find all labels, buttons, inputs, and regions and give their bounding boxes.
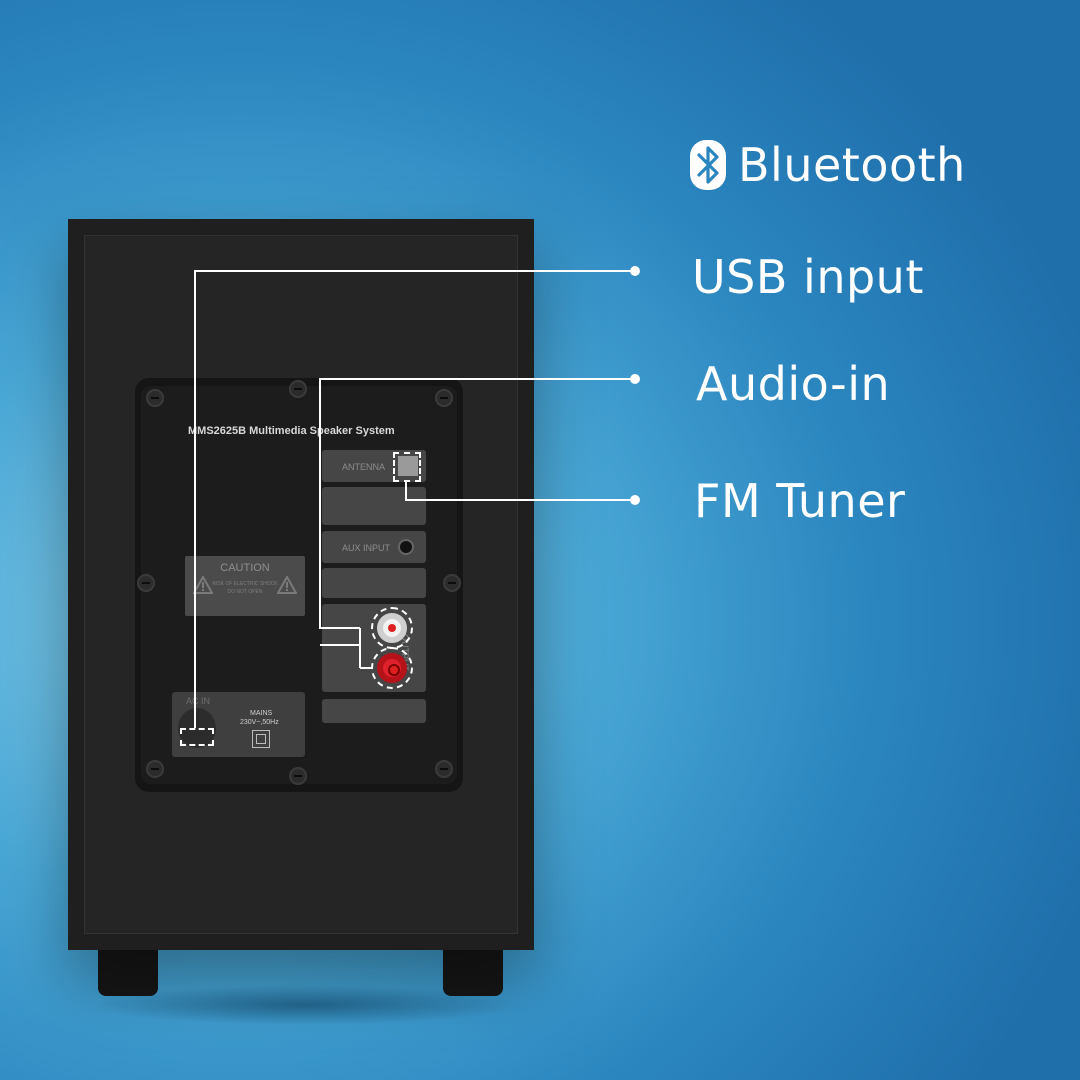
audio-in-callout-line (319, 378, 635, 629)
screw-icon (435, 760, 453, 778)
bluetooth-feature: Bluetooth (690, 138, 966, 192)
ac-in-label: AC IN (186, 696, 211, 706)
caution-title: CAUTION (220, 562, 270, 574)
fm-callout-line (405, 482, 635, 501)
antenna-connector (398, 456, 418, 476)
mains-label: MAINS (250, 710, 273, 717)
warning-icon (193, 576, 213, 594)
warning-icon (277, 576, 297, 594)
aux-panel: AUX INPUT (322, 531, 426, 563)
audio-in-label: Audio-in (696, 357, 891, 411)
double-insulation-icon (252, 730, 270, 748)
screw-icon (137, 574, 155, 592)
speaker-leg-left (98, 948, 158, 996)
fm-callout-dot (630, 495, 640, 505)
blank-panel (322, 568, 426, 598)
double-insulation-inner (256, 734, 266, 744)
caution-line-2: DO NOT OPEN (227, 589, 263, 595)
audio-in-callout-dot (630, 374, 640, 384)
screw-icon (443, 574, 461, 592)
blank-panel (322, 487, 426, 525)
usb-callout-dot (630, 266, 640, 276)
speaker-leg-right (443, 948, 503, 996)
screw-icon (146, 389, 164, 407)
caution-sticker: CAUTION RISK OF ELECTRIC SHOCK DO NOT OP… (185, 556, 305, 616)
caution-subtext: RISK OF ELECTRIC SHOCK DO NOT OPEN (185, 580, 305, 596)
screw-icon (435, 389, 453, 407)
antenna-highlight (393, 452, 421, 482)
usb-port-highlight (180, 728, 214, 746)
aux-jack (398, 539, 414, 555)
bluetooth-label: Bluetooth (738, 138, 966, 192)
antenna-label: ANTENNA (342, 462, 386, 472)
screw-icon (146, 760, 164, 778)
screw-icon (289, 380, 307, 398)
aux-input-label: AUX INPUT (342, 543, 391, 553)
mains-rating: 230V~,50Hz (240, 719, 279, 726)
model-label: MMS2625B Multimedia Speaker System (188, 425, 395, 437)
usb-callout-line (194, 270, 635, 728)
caution-line-1: RISK OF ELECTRIC SHOCK (212, 581, 278, 587)
fm-tuner-label: FM Tuner (694, 474, 906, 528)
screw-icon (289, 767, 307, 785)
antenna-panel: ANTENNA (322, 450, 426, 482)
bluetooth-icon (690, 140, 726, 190)
usb-label: USB input (692, 250, 924, 304)
blank-panel (322, 699, 426, 723)
